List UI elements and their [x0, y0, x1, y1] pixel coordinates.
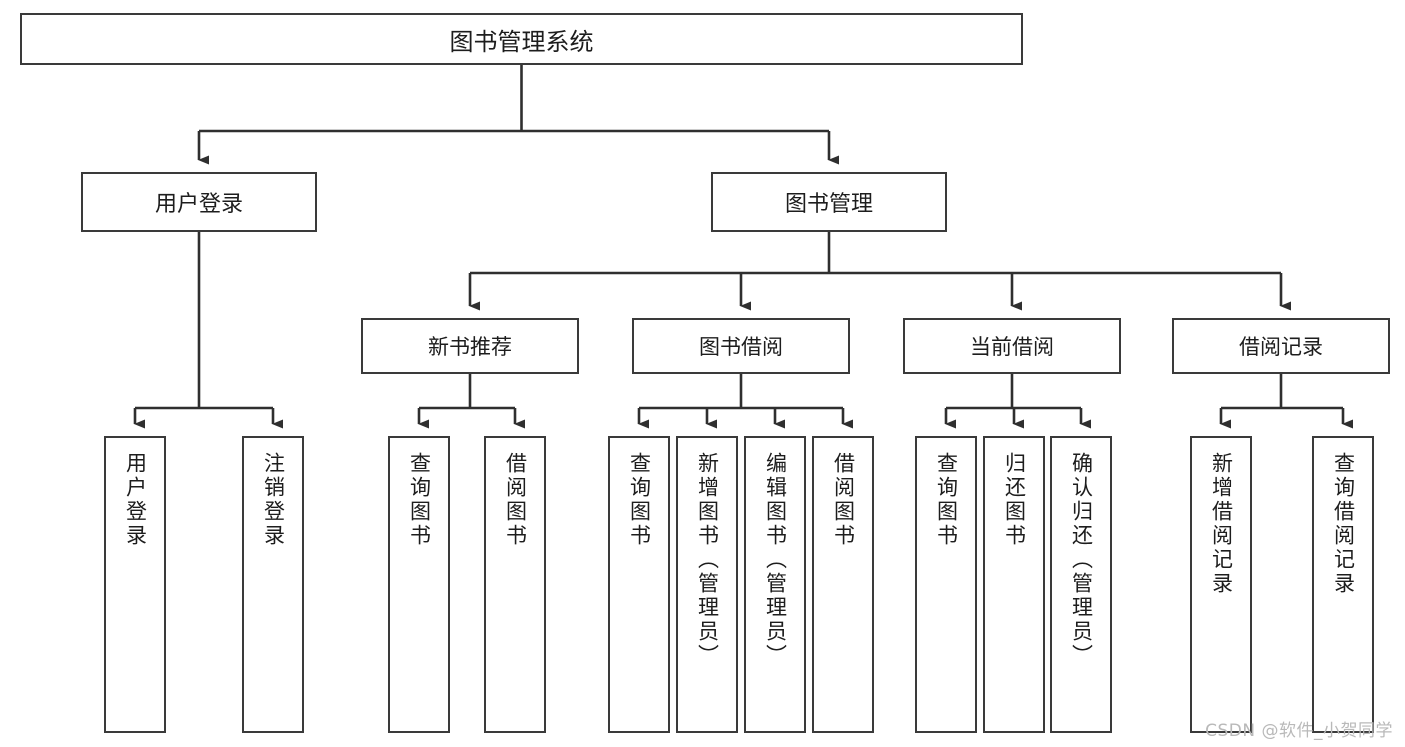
node-book-borrow-label: 图书借阅: [699, 335, 783, 359]
node-user-login[interactable]: 用户登录: [81, 172, 317, 232]
node-leaf-return-book[interactable]: 归还图书: [983, 436, 1045, 733]
node-leaf-query-book-2[interactable]: 查询图书: [608, 436, 670, 733]
node-leaf-add-borrow-record-label: 新增借阅记录: [1209, 452, 1234, 596]
edges-bookborrow-to-leaves: [637, 374, 853, 429]
node-user-login-label: 用户登录: [154, 192, 243, 217]
node-new-book-recommend-label: 新书推荐: [428, 335, 512, 359]
edges-currentborrow-to-leaves: [944, 374, 1091, 429]
edges-root-to-level2: [197, 65, 839, 165]
node-leaf-user-login[interactable]: 用户登录: [104, 436, 166, 733]
node-leaf-query-borrow-record[interactable]: 查询借阅记录: [1312, 436, 1374, 733]
edges-bookmgmt-to-level3: [468, 232, 1291, 311]
node-leaf-user-login-label: 用户登录: [123, 452, 148, 548]
csdn-watermark: CSDN @软件_小贺同学: [1205, 721, 1393, 741]
node-leaf-confirm-return-admin-label: 确认归还（管理员）: [1069, 452, 1094, 668]
node-leaf-add-book-admin[interactable]: 新增图书（管理员）: [676, 436, 738, 733]
node-book-management-label: 图书管理: [784, 192, 873, 217]
node-current-borrow[interactable]: 当前借阅: [903, 318, 1121, 374]
node-leaf-logout-label: 注销登录: [261, 452, 286, 548]
node-leaf-borrow-book-2[interactable]: 借阅图书: [812, 436, 874, 733]
node-borrow-record-label: 借阅记录: [1239, 335, 1323, 359]
edges-userlogin-to-leaves: [133, 232, 283, 429]
node-root-label: 图书管理系统: [449, 27, 594, 56]
node-root[interactable]: 图书管理系统: [20, 13, 1023, 65]
node-borrow-record[interactable]: 借阅记录: [1172, 318, 1390, 374]
node-leaf-confirm-return-admin[interactable]: 确认归还（管理员）: [1050, 436, 1112, 733]
node-leaf-borrow-book-2-label: 借阅图书: [831, 452, 856, 548]
node-leaf-query-book-1[interactable]: 查询图书: [388, 436, 450, 733]
node-leaf-edit-book-admin[interactable]: 编辑图书（管理员）: [744, 436, 806, 733]
node-leaf-query-book-2-label: 查询图书: [627, 452, 652, 548]
node-book-borrow[interactable]: 图书借阅: [632, 318, 850, 374]
node-current-borrow-label: 当前借阅: [970, 335, 1054, 359]
node-book-management[interactable]: 图书管理: [711, 172, 947, 232]
node-leaf-logout[interactable]: 注销登录: [242, 436, 304, 733]
node-leaf-add-book-admin-label: 新增图书（管理员）: [695, 452, 720, 668]
node-leaf-query-book-3-label: 查询图书: [934, 452, 959, 548]
node-leaf-query-book-1-label: 查询图书: [407, 452, 432, 548]
node-leaf-query-book-3[interactable]: 查询图书: [915, 436, 977, 733]
node-leaf-add-borrow-record[interactable]: 新增借阅记录: [1190, 436, 1252, 733]
node-leaf-edit-book-admin-label: 编辑图书（管理员）: [763, 452, 788, 668]
node-leaf-borrow-book-1-label: 借阅图书: [503, 452, 528, 548]
node-leaf-return-book-label: 归还图书: [1002, 452, 1027, 548]
edges-borrowrecord-to-leaves: [1219, 374, 1353, 429]
node-leaf-borrow-book-1[interactable]: 借阅图书: [484, 436, 546, 733]
node-leaf-query-borrow-record-label: 查询借阅记录: [1331, 452, 1356, 596]
edges-newbook-to-leaves: [417, 374, 525, 429]
node-new-book-recommend[interactable]: 新书推荐: [361, 318, 579, 374]
